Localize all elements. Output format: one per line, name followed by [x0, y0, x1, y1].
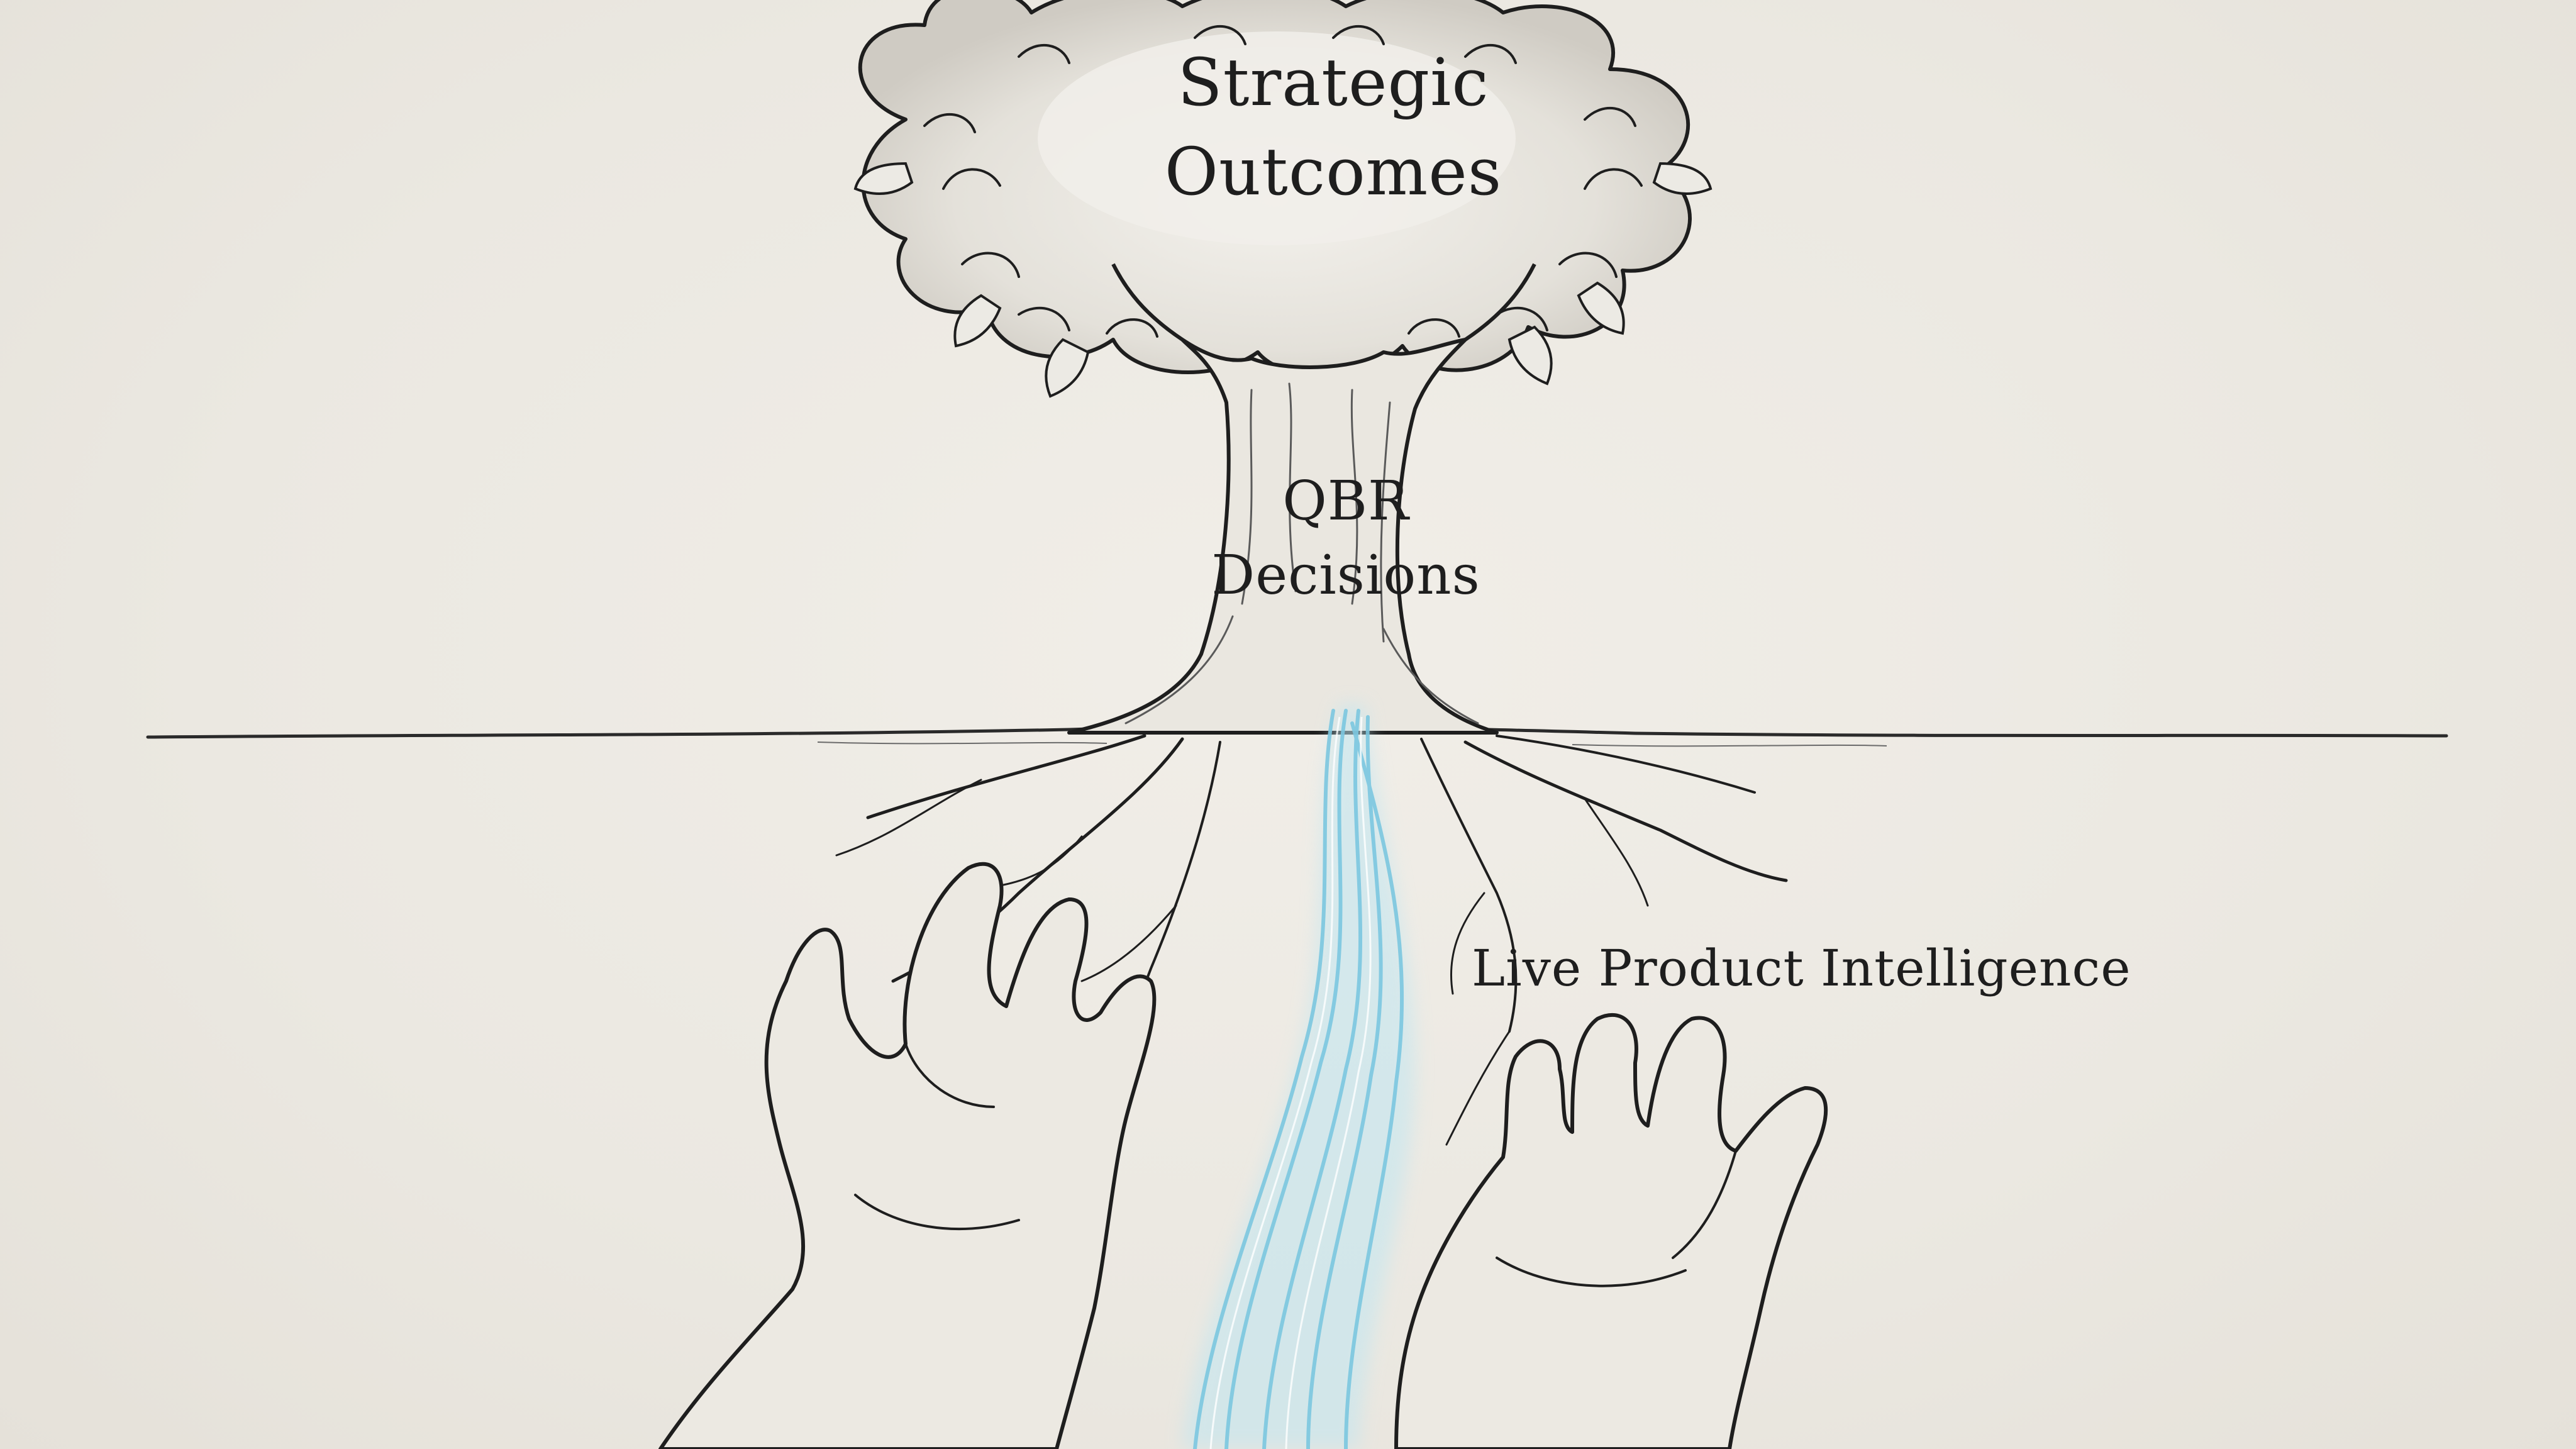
qbr-line-2: Decisions — [1211, 544, 1480, 607]
left-hand-icon — [658, 862, 1157, 1449]
tree-trunk-icon — [1067, 263, 1536, 735]
strategic-outcomes-label: Strategic Outcomes — [1094, 38, 1572, 216]
qbr-line-1: QBR — [1282, 470, 1409, 533]
tree-canopy-icon — [853, 0, 1713, 398]
outcomes-line-2: Outcomes — [1164, 133, 1502, 210]
data-stream-icon — [1016, 704, 1415, 1449]
live-product-intelligence-label: Live Product Intelligence — [1472, 937, 2131, 1000]
stream-label: Live Product Intelligence — [1472, 939, 2131, 997]
outcomes-line-1: Strategic — [1177, 44, 1489, 121]
qbr-decisions-label: QBR Decisions — [1163, 464, 1528, 613]
right-hand-icon — [1394, 1013, 1828, 1449]
